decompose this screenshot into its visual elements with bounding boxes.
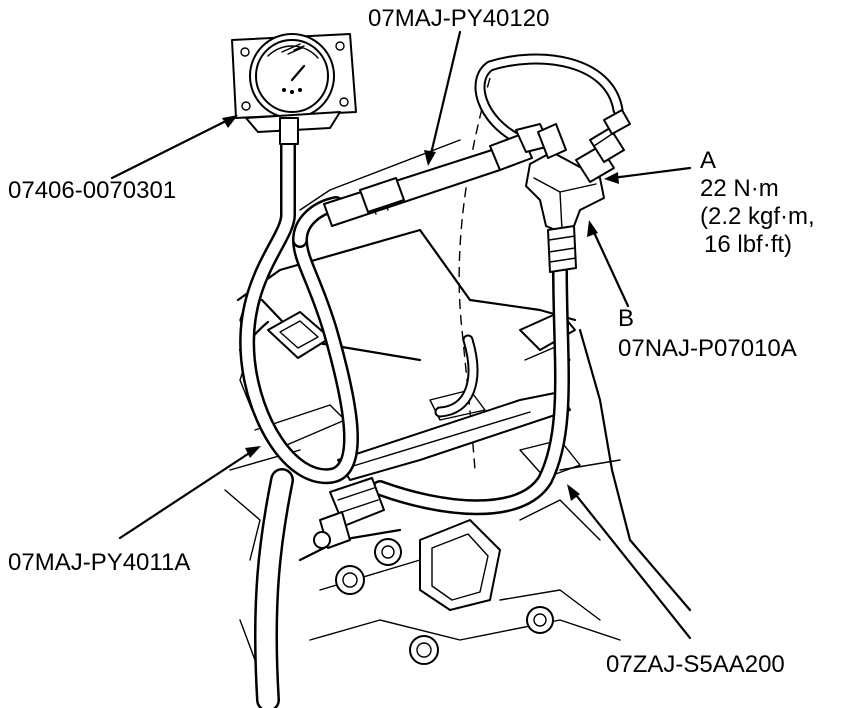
gauge-needle	[290, 64, 306, 82]
leader-lines	[110, 30, 692, 640]
callout-labels: 07MAJ-PY40120 07406-0070301 A 22 N·m (2.…	[8, 5, 815, 678]
label-hose-part-bottom: 07ZAJ-S5AA200	[606, 651, 785, 678]
bolt-icon	[335, 565, 365, 595]
bolt-icon	[409, 635, 439, 665]
label-gauge-part: 07406-0070301	[8, 177, 176, 204]
label-callout-b-part: 07NAJ-P07010A	[618, 335, 797, 362]
tee-fitting	[525, 109, 631, 273]
label-hose-part-left: 07MAJ-PY4011A	[8, 549, 190, 576]
label-callout-b: B	[618, 305, 634, 332]
bolt-icon	[526, 606, 554, 634]
label-callout-a-torque-lbfft: 16 lbf·ft)	[704, 231, 792, 258]
fuel-line-hose	[372, 262, 570, 516]
engine-block	[224, 77, 692, 701]
quick-connect-fitting	[313, 477, 385, 549]
label-callout-a: A	[700, 147, 716, 174]
pressure-gauge	[231, 33, 357, 145]
bolt-icon	[374, 538, 402, 566]
lower-left-hose	[253, 468, 294, 708]
label-hose-part-top: 07MAJ-PY40120	[368, 5, 549, 32]
label-callout-a-torque-nm: 22 N·m	[700, 175, 779, 202]
label-callout-a-torque-kgfm: (2.2 kgf·m,	[700, 203, 815, 230]
gauge-hose-loop	[239, 132, 359, 485]
